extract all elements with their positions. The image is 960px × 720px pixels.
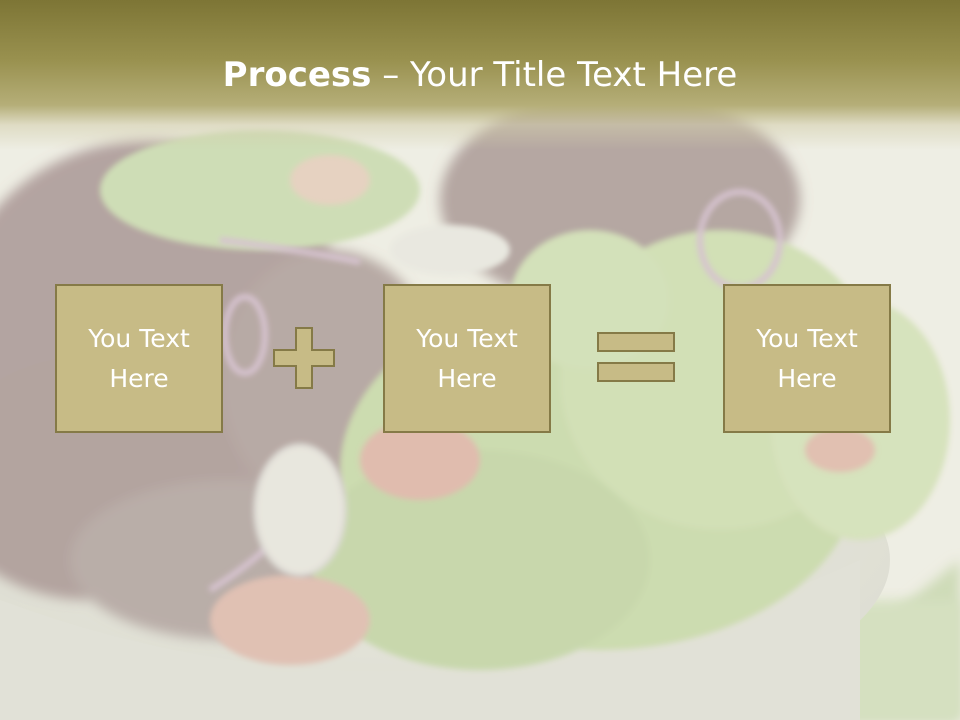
title-dash: – xyxy=(371,55,411,95)
process-box-2[interactable]: You Text Here xyxy=(383,284,551,433)
process-box-1[interactable]: You Text Here xyxy=(55,284,223,433)
equals-icon xyxy=(597,332,675,382)
process-box-3[interactable]: You Text Here xyxy=(723,284,891,433)
process-box-1-text: You Text Here xyxy=(88,323,190,393)
title-bar xyxy=(0,0,960,150)
title-subtitle: Your Title Text Here xyxy=(410,55,738,95)
process-box-3-text: You Text Here xyxy=(756,323,858,393)
plus-icon xyxy=(273,327,335,389)
title-bold-part: Process xyxy=(222,55,372,95)
slide-title: Process – Your Title Text Here xyxy=(0,52,960,98)
process-box-2-text: You Text Here xyxy=(416,323,518,393)
